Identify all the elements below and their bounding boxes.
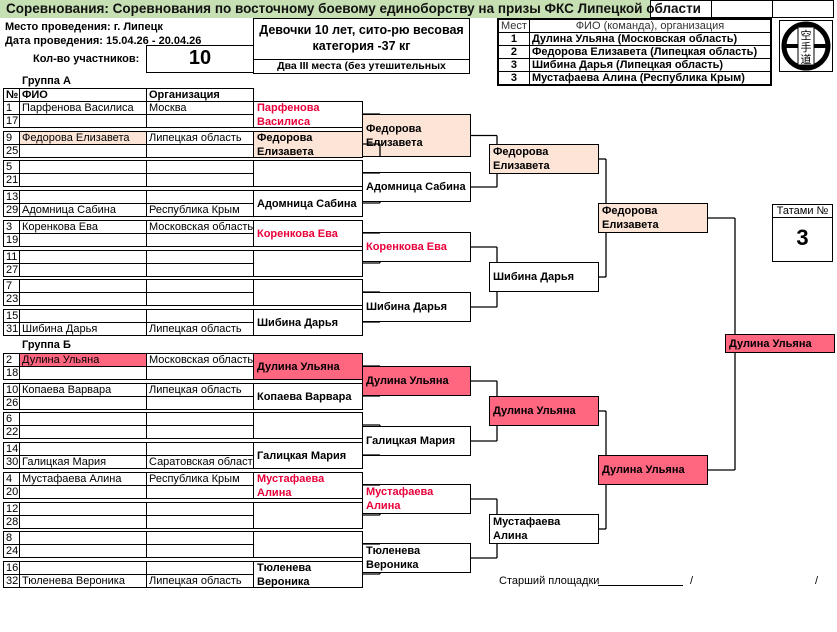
round1-winner[interactable]: Тюленева Вероника bbox=[253, 561, 363, 588]
champion[interactable]: Дулина Ульяна bbox=[725, 334, 835, 353]
round1-winner[interactable]: Дулина Ульяна bbox=[253, 353, 363, 380]
footer-sep: / bbox=[815, 575, 819, 587]
category-box: Девочки 10 лет, сито-рю весовая категори… bbox=[253, 18, 470, 74]
group-label: Группа Б bbox=[22, 339, 71, 351]
tatami-box: Татами № 3 bbox=[772, 204, 833, 262]
footer-label: Старший площадки bbox=[499, 575, 600, 587]
header-cell bbox=[772, 0, 834, 18]
round4-winner[interactable]: Дулина Ульяна bbox=[598, 455, 708, 485]
round1-winner[interactable] bbox=[253, 160, 363, 187]
logo-icon: 空 手 道 bbox=[781, 21, 831, 71]
signature-line bbox=[598, 585, 683, 586]
round1-winner[interactable] bbox=[253, 531, 363, 558]
round1-winner[interactable]: Галицкая Мария bbox=[253, 442, 363, 469]
svg-text:道: 道 bbox=[801, 52, 812, 66]
round1-winner[interactable] bbox=[253, 279, 363, 306]
round1-winner[interactable]: Адомница Сабина bbox=[253, 190, 363, 217]
count-label: Кол-во участников: bbox=[33, 53, 140, 65]
svg-text:空: 空 bbox=[801, 28, 812, 42]
venue: Место проведения: г. Липецк bbox=[5, 21, 163, 33]
participant-count: 10 bbox=[146, 45, 254, 73]
category-note: Два III места (без утешительных bbox=[277, 60, 446, 72]
round2-winner[interactable]: Дулина Ульяна bbox=[362, 366, 471, 396]
dates: Дата проведения: 15.04.26 - 20.04.26 bbox=[5, 35, 202, 47]
svg-text:手: 手 bbox=[801, 40, 812, 54]
round1-winner[interactable] bbox=[253, 502, 363, 529]
round2-winner[interactable]: Галицкая Мария bbox=[362, 426, 471, 456]
result-name: Шибина Дарья (Липецкая область) bbox=[528, 58, 772, 72]
round3-winner[interactable]: Мустафаева Алина bbox=[489, 514, 599, 544]
result-name: Мустафаева Алина (Республика Крым) bbox=[528, 71, 772, 86]
round2-winner[interactable]: Шибина Дарья bbox=[362, 292, 471, 322]
participant-name: Дулина Ульяна bbox=[19, 353, 147, 367]
karate-logo: 空 手 道 bbox=[779, 20, 833, 72]
place: 3 bbox=[497, 58, 530, 72]
round2-winner[interactable]: Коренкова Ева bbox=[362, 232, 471, 262]
place: 3 bbox=[497, 71, 530, 86]
category: Девочки 10 лет, сито-рю весовая категори… bbox=[254, 19, 469, 60]
tatami-number: 3 bbox=[796, 225, 809, 250]
round1-winner[interactable]: Парфенова Василиса bbox=[253, 101, 363, 128]
round3-winner[interactable]: Федорова Елизавета bbox=[489, 144, 599, 174]
round1-winner[interactable]: Копаева Варвара bbox=[253, 383, 363, 410]
round1-winner[interactable] bbox=[253, 250, 363, 277]
group-label: Группа А bbox=[22, 75, 71, 87]
round3-winner[interactable]: Дулина Ульяна bbox=[489, 396, 599, 426]
competition-title: Соревнования: Соревнования по восточному… bbox=[0, 0, 701, 18]
round1-winner[interactable]: Федорова Елизавета bbox=[253, 131, 363, 158]
round3-winner[interactable]: Шибина Дарья bbox=[489, 262, 599, 292]
round1-winner[interactable]: Шибина Дарья bbox=[253, 309, 363, 336]
tatami-label: Татами № bbox=[773, 205, 832, 218]
round1-winner[interactable] bbox=[253, 412, 363, 439]
round1-winner[interactable]: Мустафаева Алина bbox=[253, 472, 363, 499]
round4-winner[interactable]: Федорова Елизавета bbox=[598, 203, 708, 233]
round2-winner[interactable]: Тюленева Вероника bbox=[362, 543, 471, 573]
footer-sep: / bbox=[690, 575, 694, 587]
